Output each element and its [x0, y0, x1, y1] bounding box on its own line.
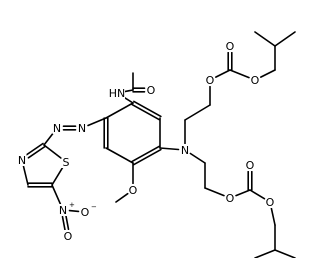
bond-t_n3-t_c4 — [22, 165, 29, 186]
atom-label-o_ac: O — [147, 84, 156, 97]
atom-label-t_s1: S — [63, 156, 70, 169]
bond-a4-a5 — [105, 147, 134, 164]
bond-a1-a2-a — [131, 103, 160, 121]
bond-a3-n_am — [159, 147, 180, 151]
bonds-layer — [22, 31, 296, 258]
bond-a3-a4-b — [133, 148, 162, 166]
atom-label-bg — [180, 144, 190, 156]
atom-label-n_am: N — [181, 144, 189, 157]
atom-label-bg — [265, 196, 275, 208]
bond-t_c2-t_n3-b — [27, 145, 46, 159]
atom-label-bg — [61, 156, 71, 168]
charge-o_no2a: − — [91, 203, 97, 211]
atom-label-n_az1: N — [78, 122, 86, 135]
bond-t_s1-t_c2 — [43, 144, 62, 159]
bond-t_c5-t_s1 — [51, 166, 64, 186]
atom-label-o_no2b: O — [64, 230, 73, 243]
atom-label-bg — [128, 184, 138, 196]
atom-label-bg — [52, 122, 62, 134]
bond-o2-cc2 — [235, 189, 251, 197]
bond-a0-n_az1 — [87, 117, 107, 127]
bond-a3-a4-a — [131, 145, 160, 163]
atom-label-bg — [109, 87, 125, 99]
atom-label-bg — [225, 40, 235, 52]
bond-oe1-ib1a — [259, 69, 276, 78]
atom-label-bg — [245, 159, 255, 171]
atom-label-o_me: O — [129, 184, 138, 197]
atom-label-o1: O — [206, 74, 215, 87]
atom-label-bg — [80, 206, 90, 218]
atom-label-bg — [63, 230, 73, 242]
atom-label-t_n3: N — [18, 154, 26, 167]
bond-n_am-c3 — [189, 152, 206, 164]
bond-t_c5-n_no2 — [51, 184, 62, 205]
bond-oe2-ib2a — [270, 207, 276, 226]
atom-label-bg — [205, 74, 215, 86]
atom-label-o_no2a: O — [81, 206, 90, 219]
bond-cc2-oe2 — [249, 189, 266, 200]
bond-a1-a2-b — [133, 100, 162, 118]
bond-t_c2-t_n3-a — [25, 142, 44, 156]
bond-ib1b-ib1c — [254, 31, 276, 47]
atom-label-bg — [250, 74, 260, 86]
bond-ib2b-ib2c — [254, 249, 276, 258]
atom-label-bg — [225, 192, 235, 204]
atom-label-n_ac: HN — [109, 87, 126, 100]
atom-label-n_no2: N — [59, 204, 67, 217]
atom-label-o2: O — [226, 192, 235, 205]
bond-o_me-me — [115, 192, 129, 203]
atom-label-bg — [77, 122, 87, 134]
charge-n_no2: + — [69, 201, 75, 209]
atom-label-oc2: O — [246, 159, 255, 172]
bond-n_no2-o_no2b-b — [65, 215, 70, 231]
atom-label-n_az2: N — [53, 122, 61, 135]
bond-c1-c2 — [184, 104, 211, 121]
bond-o1-cc1 — [215, 69, 231, 78]
atom-label-bg — [58, 204, 68, 216]
atom-label-oe1: O — [251, 74, 260, 87]
atom-label-oc1: O — [226, 40, 235, 53]
bond-cc1-oe1 — [229, 69, 250, 79]
bond-n_no2-o_no2a — [68, 209, 80, 213]
bond-c4-o2 — [204, 187, 225, 197]
bond-ib2b-ib2d — [274, 249, 296, 258]
bond-ib1b-ib1d — [274, 31, 296, 47]
atom-label-oe2: O — [266, 196, 275, 209]
atom-label-bg — [17, 154, 27, 166]
bond-a0-a1 — [105, 102, 134, 119]
bond-n_no2-o_no2b-a — [61, 215, 66, 231]
atom-label-bg — [146, 84, 156, 96]
bond-n_az2-t_c2 — [43, 132, 54, 146]
